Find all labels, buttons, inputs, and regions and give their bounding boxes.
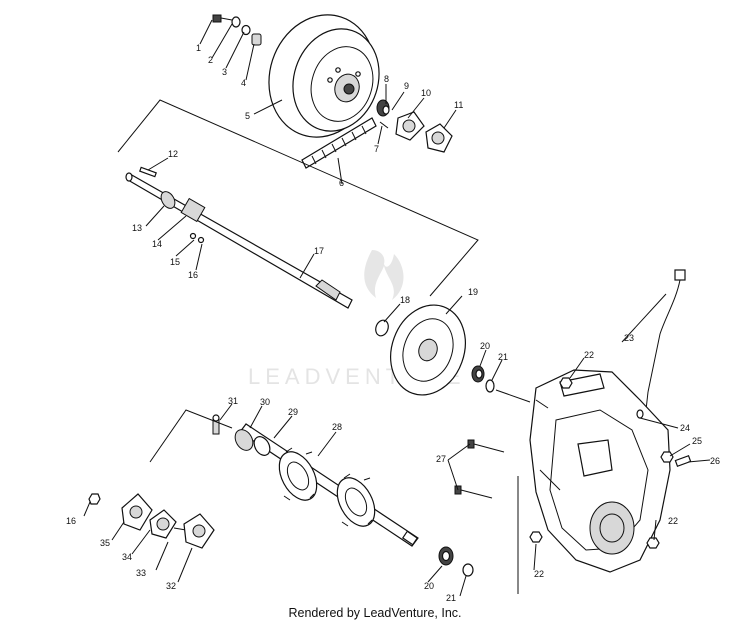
callout-26: 26 bbox=[710, 456, 720, 466]
callout-8: 8 bbox=[384, 74, 389, 84]
callout-34: 34 bbox=[122, 552, 132, 562]
footer-credit: Rendered by LeadVenture, Inc. bbox=[288, 606, 462, 620]
callout-4: 4 bbox=[241, 78, 246, 88]
driven-pulley bbox=[268, 14, 380, 138]
callout-30: 30 bbox=[260, 397, 270, 407]
grease-fitting bbox=[212, 414, 220, 435]
housing-nuts bbox=[529, 377, 660, 549]
brake-disc bbox=[375, 304, 466, 396]
drive-chain bbox=[301, 117, 377, 169]
seal-set-upper bbox=[471, 365, 531, 403]
callout-17: 17 bbox=[314, 246, 324, 256]
callout-20: 20 bbox=[480, 341, 490, 351]
jackshaft bbox=[125, 166, 353, 309]
callout-labels: 1 2 3 4 5 6 7 8 9 10 11 12 13 14 15 16 1… bbox=[66, 43, 720, 603]
callout-33: 33 bbox=[136, 568, 146, 578]
bearing-flange-set-lower bbox=[88, 493, 215, 549]
callout-22-lower: 22 bbox=[534, 569, 544, 579]
callout-35: 35 bbox=[100, 538, 110, 548]
callout-20-lower: 20 bbox=[424, 581, 434, 591]
callout-12: 12 bbox=[168, 149, 178, 159]
callout-32: 32 bbox=[166, 581, 176, 591]
callout-24: 24 bbox=[680, 423, 690, 433]
callout-16: 16 bbox=[188, 270, 198, 280]
callout-27: 27 bbox=[436, 454, 446, 464]
callout-2: 2 bbox=[208, 55, 213, 65]
callout-13: 13 bbox=[132, 223, 142, 233]
callout-16-lower: 16 bbox=[66, 516, 76, 526]
callout-22: 22 bbox=[584, 350, 594, 360]
callout-21-lower: 21 bbox=[446, 593, 456, 603]
callout-3: 3 bbox=[222, 67, 227, 77]
dipstick bbox=[645, 269, 686, 411]
callout-14: 14 bbox=[152, 239, 162, 249]
callout-23: 23 bbox=[624, 333, 634, 343]
seal-set-lower bbox=[438, 476, 519, 594]
bolt-washer-set bbox=[212, 14, 262, 46]
leader-lines bbox=[83, 19, 711, 597]
chaincase-housing bbox=[529, 369, 671, 573]
callout-7: 7 bbox=[374, 144, 379, 154]
callout-22-right: 22 bbox=[668, 516, 678, 526]
callout-19: 19 bbox=[468, 287, 478, 297]
callout-31: 31 bbox=[228, 396, 238, 406]
bearing-flange-set bbox=[376, 99, 453, 153]
callout-25: 25 bbox=[692, 436, 702, 446]
drive-shaft bbox=[234, 423, 419, 547]
callout-11: 11 bbox=[454, 100, 463, 110]
sprocket-right bbox=[336, 473, 376, 527]
callout-21: 21 bbox=[498, 352, 508, 362]
callout-18: 18 bbox=[400, 295, 410, 305]
callout-9: 9 bbox=[404, 81, 409, 91]
callout-29: 29 bbox=[288, 407, 298, 417]
sprocket-left bbox=[278, 447, 318, 501]
callout-28: 28 bbox=[332, 422, 342, 432]
callout-1: 1 bbox=[196, 43, 201, 53]
callout-15: 15 bbox=[170, 257, 180, 267]
callout-10: 10 bbox=[421, 88, 431, 98]
callout-6: 6 bbox=[339, 178, 344, 188]
callout-5: 5 bbox=[245, 111, 250, 121]
